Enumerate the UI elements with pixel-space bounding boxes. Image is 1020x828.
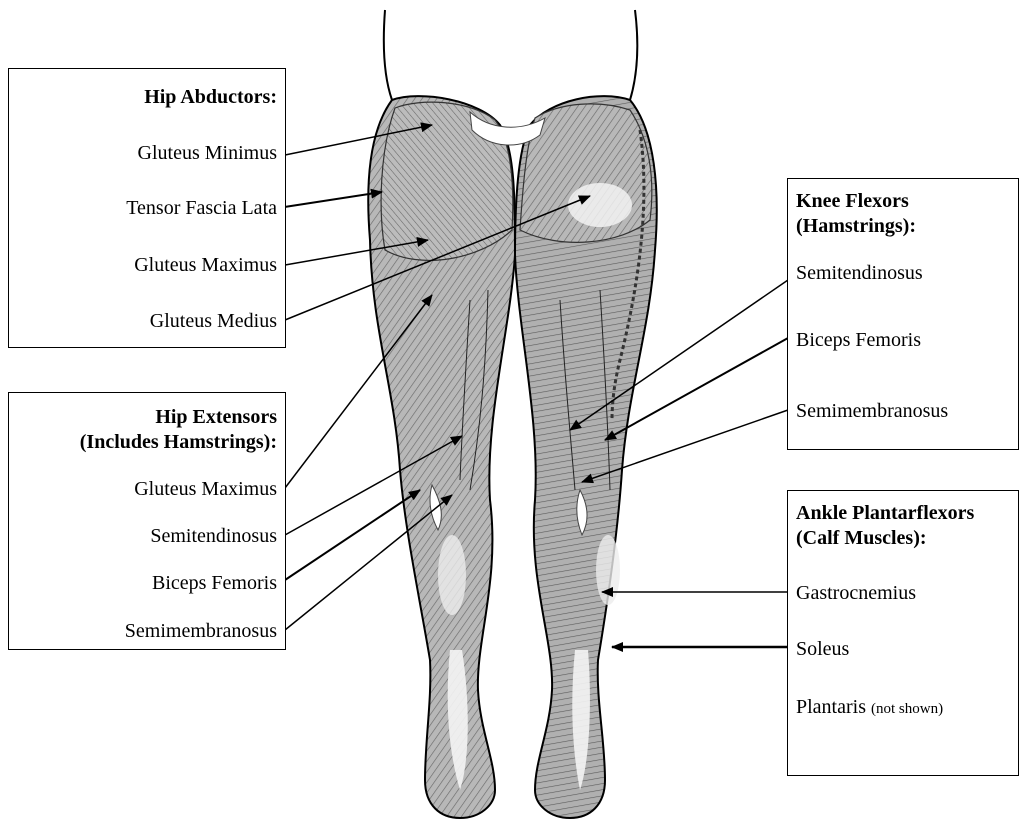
ankle-plantarflexors-box: Ankle Plantarflexors (Calf Muscles): Gas…: [787, 490, 1019, 776]
label-not-shown-note: (not shown): [871, 701, 943, 717]
hip-extensors-title-line1: Hip Extensors: [155, 405, 277, 430]
knee-flexors-title-line1: Knee Flexors: [796, 189, 909, 214]
label-ext-biceps-femoris: Biceps Femoris: [152, 571, 277, 595]
arrow-biceps-femoris-ext: [285, 490, 420, 580]
label-gluteus-minimus: Gluteus Minimus: [138, 141, 277, 165]
label-gastrocnemius: Gastrocnemius: [796, 581, 916, 605]
label-gluteus-medius: Gluteus Medius: [150, 309, 277, 333]
knee-flexors-box: Knee Flexors (Hamstrings): Semitendinosu…: [787, 178, 1019, 450]
knee-flexors-title-line2: (Hamstrings):: [796, 214, 916, 239]
hip-abductors-box: Hip Abductors: Gluteus Minimus Tensor Fa…: [8, 68, 286, 348]
label-soleus: Soleus: [796, 637, 849, 661]
label-ext-gluteus-maximus: Gluteus Maximus: [134, 477, 277, 501]
ankle-title-line1: Ankle Plantarflexors: [796, 501, 974, 526]
label-knee-semitendinosus: Semitendinosus: [796, 261, 923, 285]
hip-abductors-title: Hip Abductors:: [144, 85, 277, 110]
hip-extensors-box: Hip Extensors (Includes Hamstrings): Glu…: [8, 392, 286, 650]
ankle-title-line2: (Calf Muscles):: [796, 526, 927, 551]
hip-extensors-title-line2: (Includes Hamstrings):: [80, 430, 277, 455]
label-ext-semimembranosus: Semimembranosus: [125, 619, 277, 643]
label-ext-semitendinosus: Semitendinosus: [150, 524, 277, 548]
label-knee-semimembranosus: Semimembranosus: [796, 399, 948, 423]
label-plantaris-row: Plantaris (not shown): [796, 695, 943, 721]
arrow-tensor-fascia-lata: [278, 192, 382, 208]
label-plantaris: Plantaris: [796, 696, 866, 718]
label-gluteus-maximus: Gluteus Maximus: [134, 253, 277, 277]
label-tensor-fascia-lata: Tensor Fascia Lata: [126, 196, 277, 220]
label-knee-biceps-femoris: Biceps Femoris: [796, 328, 921, 352]
torso-outline: [384, 10, 392, 100]
